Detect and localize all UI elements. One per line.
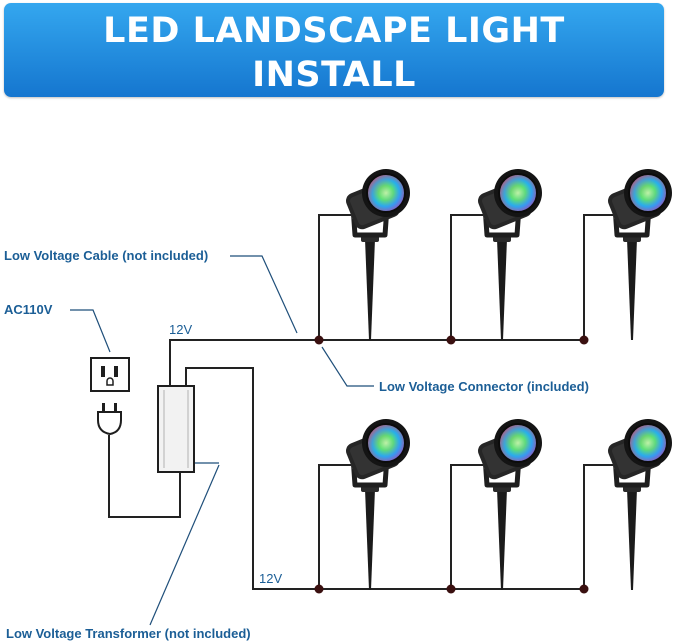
cable-label: Low Voltage Cable (not included)	[4, 248, 208, 263]
transformer-label: Low Voltage Transformer (not included)	[6, 626, 251, 641]
spotlight-icon	[606, 169, 672, 340]
spotlight-icon	[344, 419, 410, 590]
connector-dot	[446, 335, 456, 345]
ac-cable	[108, 435, 181, 518]
connector-dots	[314, 335, 589, 594]
voltage-label-top: 12V	[169, 322, 192, 337]
ac-voltage-label: AC110V	[4, 302, 53, 317]
spotlight-icon	[476, 419, 542, 590]
page-title: LED LANDSCAPE LIGHT INSTALL	[103, 11, 565, 95]
connector-dot	[314, 335, 324, 345]
spotlight-icon	[344, 169, 410, 340]
transformer-icon	[157, 385, 195, 473]
voltage-label-bottom: 12V	[259, 571, 282, 586]
bottom-wiring	[185, 367, 614, 590]
connector-dot	[314, 584, 324, 594]
spotlight-icon	[606, 419, 672, 590]
spotlight-icon	[476, 169, 542, 340]
title-banner: LED LANDSCAPE LIGHT INSTALL	[4, 3, 664, 97]
callout-leaders	[70, 255, 374, 626]
outlet-icon	[90, 357, 130, 392]
connector-dot	[446, 584, 456, 594]
connector-label: Low Voltage Connector (included)	[379, 379, 589, 394]
connector-dot	[579, 584, 589, 594]
plug-icon	[97, 403, 122, 436]
connector-dot	[579, 335, 589, 345]
top-wiring	[169, 214, 614, 387]
